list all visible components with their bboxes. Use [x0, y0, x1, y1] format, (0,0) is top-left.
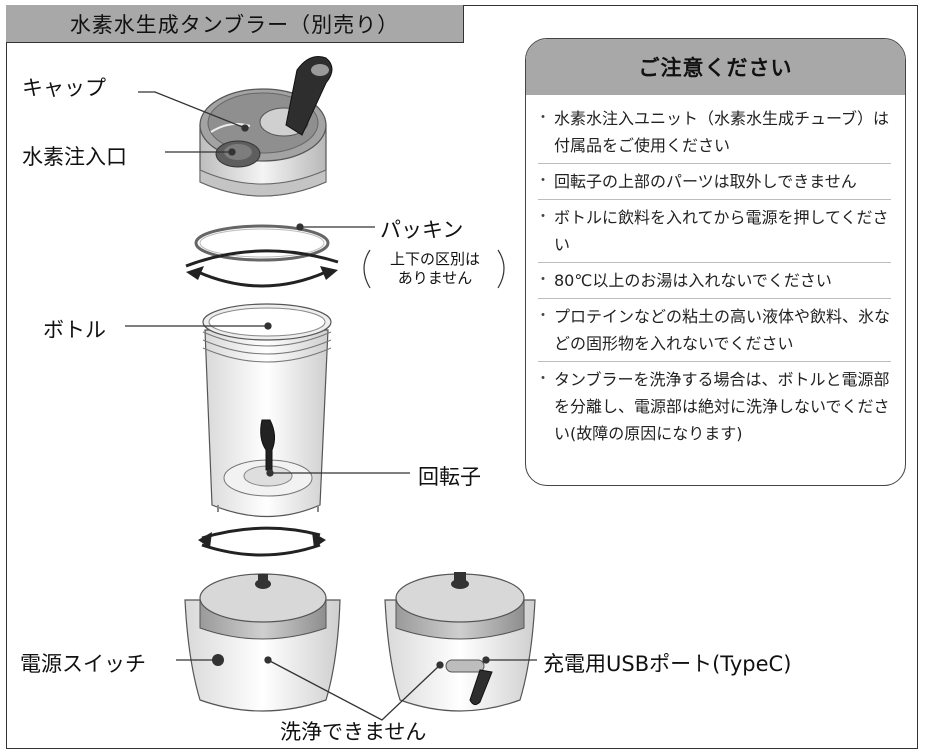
bottle-part [202, 303, 332, 518]
notice-item: ボトルに飲料を入れてから電源を押してください [536, 199, 891, 258]
notice-heading: ご注意ください [526, 39, 905, 95]
label-cap: キャップ [22, 76, 106, 100]
label-gasket-note: 上下の区別は ありません [374, 250, 496, 288]
section-title: 水素水生成タンブラー（別売り） [6, 5, 464, 43]
gasket-note-line2: ありません [397, 269, 473, 287]
base-left-part [184, 573, 341, 712]
label-rotor: 回転子 [418, 465, 481, 489]
label-power-switch: 電源スイッチ [20, 652, 146, 676]
notice-item: 水素水注入ユニット（水素水生成チューブ）は付属品をご使用ください [536, 105, 891, 159]
notice-list: 水素水注入ユニット（水素水生成チューブ）は付属品をご使用ください 回転子の上部の… [526, 95, 905, 447]
label-usb-port: 充電用USBポート(TypeC) [543, 652, 792, 676]
leader-lines [125, 91, 537, 721]
gasket-part [185, 224, 339, 288]
notice-item: タンブラーを洗浄する場合は、ボトルと電源部を分離し、電源部は絶対に洗浄しないでく… [536, 361, 891, 447]
notice-item: 回転子の上部のパーツは取外しできません [536, 163, 891, 195]
cap-part [199, 56, 333, 197]
label-inlet: 水素注入口 [22, 145, 127, 169]
notice-box: ご注意ください 水素水注入ユニット（水素水生成チューブ）は付属品をご使用ください… [525, 38, 906, 486]
rotation-arrows [198, 526, 326, 557]
note-paren-left [363, 249, 371, 289]
note-paren-right [497, 249, 505, 289]
label-not-washable: 洗浄できません [280, 720, 427, 744]
notice-item: プロテインなどの粘土の高い液体や飲料、氷などの固形物を入れないでください [536, 298, 891, 357]
label-gasket: パッキン [380, 218, 464, 242]
label-bottle: ボトル [43, 318, 106, 342]
notice-item: 80℃以上のお湯は入れないでください [536, 262, 891, 294]
gasket-note-line1: 上下の区別は [389, 250, 480, 268]
base-right-part [384, 572, 536, 712]
